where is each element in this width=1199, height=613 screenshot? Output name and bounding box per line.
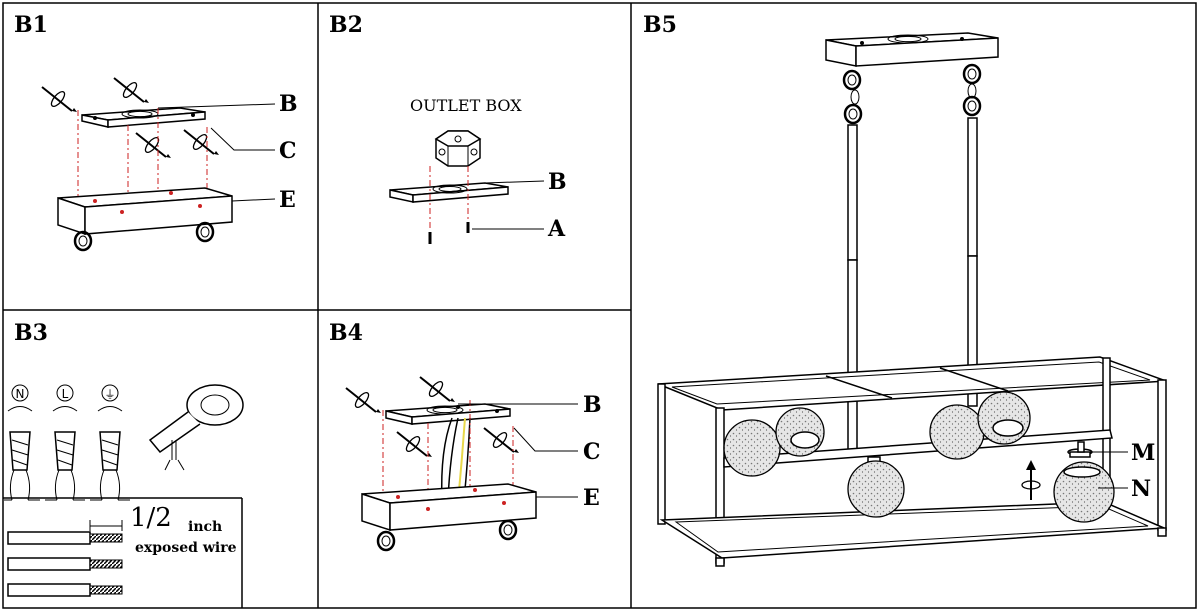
panel-b5-label: B5 — [643, 12, 677, 38]
panel-b1-label: B1 — [14, 12, 48, 38]
panel-b2-label: B2 — [329, 12, 363, 38]
callout-e: E — [279, 187, 296, 213]
svg-text:L: L — [62, 387, 69, 401]
canopy-e — [361, 483, 537, 552]
panel-b4-label: B4 — [329, 320, 363, 346]
crossbar-b — [385, 403, 511, 425]
strip-length-fraction: 1/2 — [130, 503, 172, 533]
callout-n: N — [1131, 476, 1151, 502]
strip-length-caption: exposed wire — [135, 540, 237, 556]
glass-globe — [847, 456, 905, 518]
glass-globes — [723, 391, 1115, 523]
svg-text:N: N — [16, 387, 25, 401]
panel-b3-label: B3 — [14, 320, 48, 346]
screwdriver-icon — [183, 129, 220, 156]
rotate-arrow-icon — [1021, 460, 1041, 500]
panel-b1: B1 — [14, 12, 298, 252]
downrods — [847, 117, 978, 453]
callout-c: C — [583, 439, 601, 465]
callout-b: B — [548, 169, 567, 195]
svg-text:⏚: ⏚ — [105, 388, 116, 401]
suspension-chains — [842, 63, 982, 125]
crossbar-b — [81, 107, 206, 128]
screwdriver-icon — [135, 132, 172, 159]
wire-nut-icon — [90, 431, 130, 501]
wire-icon — [7, 583, 123, 597]
panel-b3: B3 N L ⏚ — [3, 320, 244, 608]
mounting-screws-a — [428, 222, 470, 244]
screwdriver-icon — [483, 427, 520, 454]
callout-a: A — [547, 216, 566, 242]
ground-symbol-icon: ⏚ — [97, 384, 123, 412]
callout-b: B — [279, 91, 298, 117]
line-symbol-icon: L — [52, 384, 78, 412]
electrical-tape-icon — [148, 384, 244, 471]
outlet-box-label: OUTLET BOX — [410, 96, 522, 115]
panel-b5: B5 — [643, 12, 1167, 567]
callout-m: M — [1131, 440, 1155, 466]
glass-globe-open — [775, 407, 825, 457]
panel-b4: B4 — [329, 320, 602, 552]
screwdriver-icon — [41, 86, 78, 113]
callout-c: C — [279, 138, 297, 164]
callout-e: E — [583, 485, 600, 511]
wire-connector-group: N L ⏚ — [4, 384, 130, 501]
crossbar-b — [389, 182, 509, 203]
ceiling-canopy — [825, 32, 999, 67]
strip-length-unit: inch — [188, 519, 222, 535]
screwdriver-icon — [419, 376, 456, 403]
wire-strip-diagram: 1/2 inch exposed wire — [3, 497, 243, 608]
callout-b: B — [583, 392, 602, 418]
glass-globe — [723, 419, 781, 477]
glass-globe-n — [1053, 461, 1115, 523]
wire-nut-icon — [45, 431, 85, 501]
neutral-symbol-icon: N — [7, 384, 33, 412]
wire-icon — [7, 531, 123, 545]
canopy-e — [57, 187, 233, 252]
screwdriver-icon — [396, 431, 433, 458]
shade-holder-m — [1067, 441, 1093, 458]
glass-globe-open — [977, 391, 1031, 445]
panel-b2: B2 OUTLET BOX B A — [329, 12, 567, 244]
outlet-box — [434, 130, 482, 167]
screwdriver-icon — [113, 77, 150, 104]
wire-nut-icon — [4, 431, 40, 501]
wire-icon — [7, 557, 123, 571]
glass-globe — [929, 404, 985, 460]
screwdriver-icon — [345, 387, 382, 414]
